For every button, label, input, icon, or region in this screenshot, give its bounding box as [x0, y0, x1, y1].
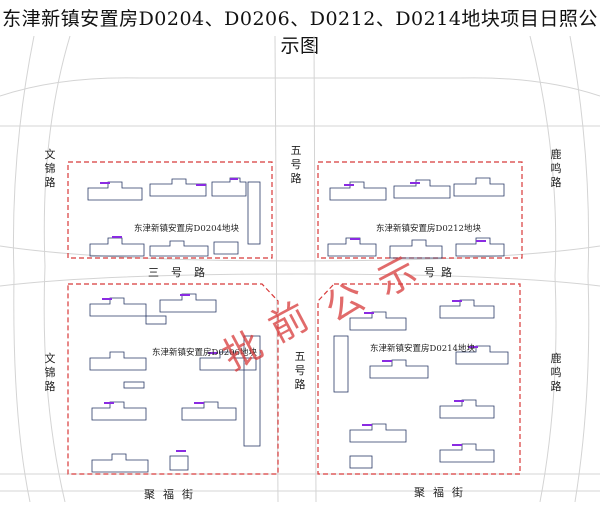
plot-label-d0206: 东津新镇安置房D0206地块 [152, 348, 257, 358]
plot-label-d0212: 东津新镇安置房D0212地块 [376, 224, 481, 234]
road-label-luming-top: 鹿鸣路 [550, 148, 562, 189]
boundary-d0204 [67, 161, 273, 259]
road-label-wenjin-top: 文锦路 [44, 148, 56, 189]
road-network [0, 35, 600, 503]
sunlight-marks [100, 178, 486, 452]
road-label-sanhao: 三号路 [148, 266, 217, 279]
road-label-wuhao-top: 五号路 [290, 144, 302, 185]
road-label-jufu-left: 聚福街 [144, 488, 201, 501]
road-label-luming-bottom: 鹿鸣路 [550, 352, 562, 393]
site-plan-map: 文锦路 文锦路 五号路 五号路 鹿鸣路 鹿鸣路 三号路 号路 聚福街 聚福街 东… [0, 35, 600, 503]
map-title: 东津新镇安置房D0204、D0206、D0212、D0214地块项目日照公示图 [2, 8, 598, 57]
plot-label-d0214: 东津新镇安置房D0214地块 [370, 344, 475, 354]
road-label-sanhao-right: 号路 [424, 266, 458, 279]
plot-label-d0204: 东津新镇安置房D0204地块 [134, 224, 239, 234]
road-label-wenjin-bottom: 文锦路 [44, 352, 56, 393]
road-label-wuhao-bottom: 五号路 [294, 350, 306, 391]
boundary-d0206 [67, 283, 279, 475]
boundary-d0214 [317, 283, 521, 475]
buildings [87, 177, 509, 473]
site-plan-drawing [0, 35, 600, 503]
road-label-jufu-right: 聚福街 [414, 486, 471, 499]
